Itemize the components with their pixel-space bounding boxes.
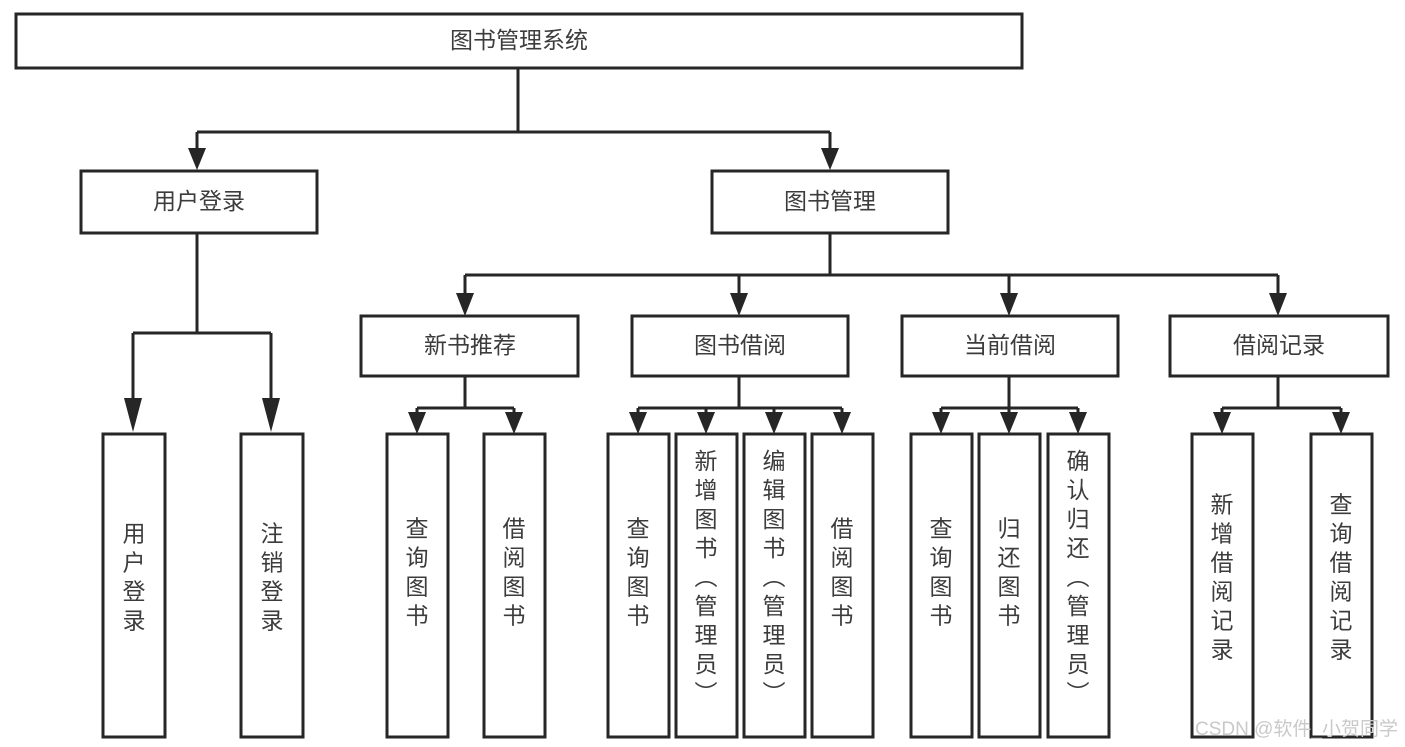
arrow-head-leaf-query-book-2: [629, 412, 647, 434]
arrow-head-leaf-query-record: [1332, 412, 1350, 434]
leaf-query-book-1[interactable]: 查询图书: [385, 432, 450, 739]
leaf-query-book-3-box[interactable]: [909, 432, 974, 739]
leaf-query-record[interactable]: 查询借阅记录: [1309, 432, 1374, 739]
node-user-login-box[interactable]: [79, 169, 319, 235]
leaf-add-record[interactable]: 新增借阅记录: [1190, 432, 1255, 739]
arrow-head-leaf-logout: [262, 398, 280, 432]
leaf-return-book-label: 归还图书: [998, 516, 1021, 629]
node-borrow-record-box[interactable]: [1168, 314, 1390, 378]
leaf-return-book[interactable]: 归还图书: [977, 432, 1042, 739]
leaf-query-book-2-box[interactable]: [606, 432, 671, 739]
leaf-query-record-label: 查询借阅记录: [1330, 492, 1353, 663]
arrow-head-leaf-return-book: [1000, 412, 1018, 434]
arrow-head-leaf-borrow-book-2: [833, 412, 851, 434]
leaf-confirm-return[interactable]: 确认归还︵管理员︶: [1046, 432, 1111, 739]
leaf-add-book[interactable]: 新增图书︵管理员︶: [674, 432, 739, 739]
node-new-book-rec-label: 新书推荐: [424, 332, 516, 358]
arrow-head-leaf-confirm-return: [1069, 412, 1087, 434]
watermark-label: CSDN @软件_小贺同学: [1195, 718, 1398, 740]
arrow-head-leaf-add-book: [697, 412, 715, 434]
leaf-query-book-1-box[interactable]: [385, 432, 450, 739]
leaf-add-book-box[interactable]: [674, 432, 739, 739]
arrow-head-leaf-query-book-1: [408, 412, 426, 434]
node-new-book-rec[interactable]: 新书推荐: [359, 314, 580, 378]
arrow-head-new-book-rec: [456, 293, 474, 316]
node-root[interactable]: 图书管理系统: [14, 12, 1024, 70]
leaf-logout-label: 注销登录: [261, 521, 284, 634]
leaf-query-book-1-label: 查询图书: [406, 516, 429, 629]
leaf-user-login-label: 用户登录: [123, 521, 146, 634]
arrow-head-leaf-borrow-book-1: [505, 412, 523, 434]
arrow-head-current-borrow: [1000, 293, 1018, 316]
arrow-head-leaf-user-login: [124, 398, 142, 432]
leaf-confirm-return-label: 确认归还︵管理员︶: [1067, 448, 1090, 706]
leaf-return-book-box[interactable]: [977, 432, 1042, 739]
node-book-borrow-label: 图书借阅: [694, 332, 786, 358]
node-user-login-label: 用户登录: [153, 188, 245, 214]
leaf-add-book-label: 新增图书︵管理员︶: [695, 448, 718, 706]
leaf-borrow-book-2-label: 借阅图书: [831, 516, 854, 629]
leaf-query-book-2-label: 查询图书: [627, 516, 650, 629]
node-root-box[interactable]: [14, 12, 1024, 70]
leaf-confirm-return-box[interactable]: [1046, 432, 1111, 739]
arrow-head-book-manage: [821, 148, 839, 170]
leaf-edit-book-label: 编辑图书︵管理员︶: [763, 448, 786, 706]
node-book-borrow[interactable]: 图书借阅: [630, 314, 850, 378]
leaf-user-login-box[interactable]: [101, 432, 167, 739]
node-new-book-rec-box[interactable]: [359, 314, 580, 378]
leaf-query-book-2[interactable]: 查询图书: [606, 432, 671, 739]
leaf-logout[interactable]: 注销登录: [239, 432, 305, 739]
leaf-borrow-book-1-label: 借阅图书: [503, 516, 526, 629]
node-book-manage[interactable]: 图书管理: [710, 169, 950, 235]
leaf-edit-book-box[interactable]: [742, 432, 807, 739]
leaf-borrow-book-1-box[interactable]: [482, 432, 547, 739]
arrow-head-leaf-edit-book: [765, 412, 783, 434]
node-borrow-record-label: 借阅记录: [1233, 332, 1325, 358]
leaf-query-book-3[interactable]: 查询图书: [909, 432, 974, 739]
node-book-manage-box[interactable]: [710, 169, 950, 235]
node-current-borrow-box[interactable]: [900, 314, 1120, 378]
node-user-login[interactable]: 用户登录: [79, 169, 319, 235]
node-current-borrow[interactable]: 当前借阅: [900, 314, 1120, 378]
leaf-edit-book[interactable]: 编辑图书︵管理员︶: [742, 432, 807, 739]
leaf-add-record-label: 新增借阅记录: [1211, 492, 1234, 663]
leaf-add-record-box[interactable]: [1190, 432, 1255, 739]
node-borrow-record[interactable]: 借阅记录: [1168, 314, 1390, 378]
leaf-borrow-book-2[interactable]: 借阅图书: [810, 432, 875, 739]
leaf-borrow-book-1[interactable]: 借阅图书: [482, 432, 547, 739]
node-book-borrow-box[interactable]: [630, 314, 850, 378]
arrow-head-leaf-add-record: [1213, 412, 1231, 434]
arrow-head-leaf-query-book-3: [932, 412, 950, 434]
leaf-user-login[interactable]: 用户登录: [101, 432, 167, 739]
leaf-query-book-3-label: 查询图书: [930, 516, 953, 629]
arrow-head-user-login: [188, 148, 206, 170]
arrow-head-book-borrow: [730, 293, 748, 316]
leaf-query-record-box[interactable]: [1309, 432, 1374, 739]
node-book-manage-label: 图书管理: [784, 188, 876, 214]
leaf-logout-box[interactable]: [239, 432, 305, 739]
node-root-label: 图书管理系统: [450, 27, 588, 53]
leaf-borrow-book-2-box[interactable]: [810, 432, 875, 739]
arrow-head-borrow-record: [1269, 293, 1287, 316]
connector-layer: [124, 68, 1350, 434]
node-current-borrow-label: 当前借阅: [964, 332, 1056, 358]
